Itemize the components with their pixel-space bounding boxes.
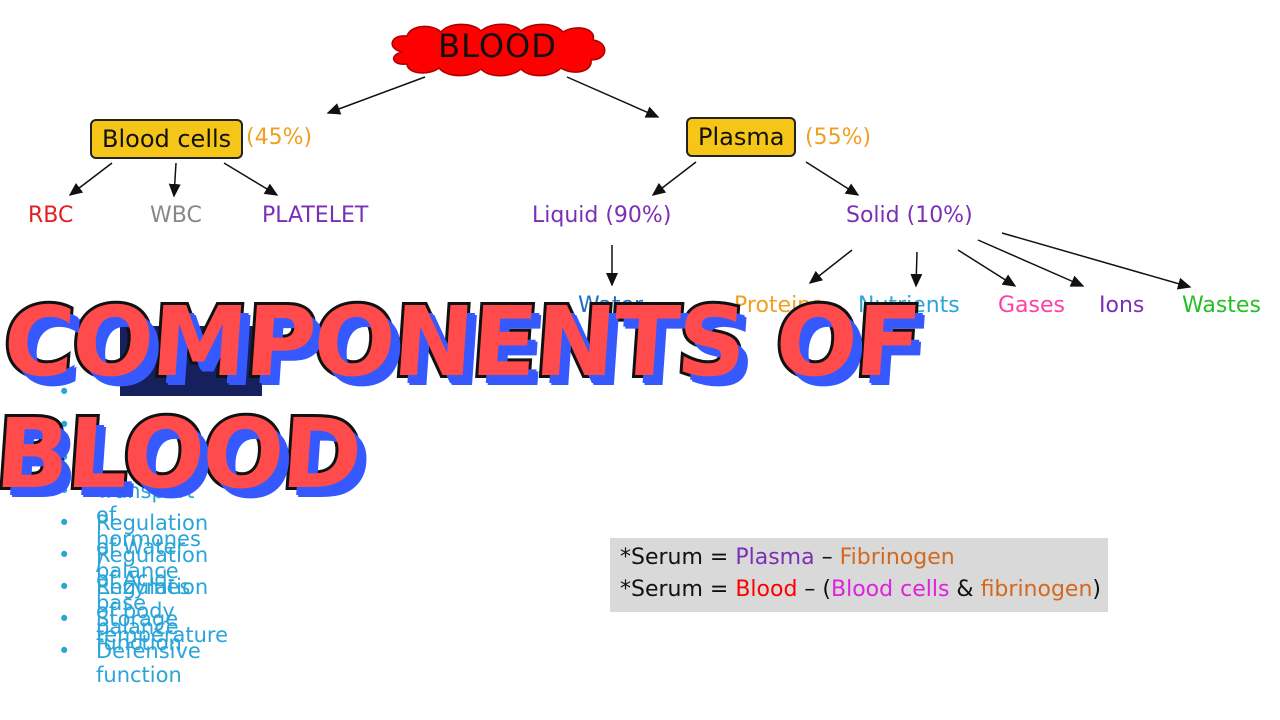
serum-amp: & <box>949 577 981 602</box>
water-label: Water <box>578 293 644 318</box>
wbc-label: WBC <box>150 203 202 228</box>
serum-note-box: *Serum = Plasma – Fibrinogen *Serum = Bl… <box>610 538 1108 612</box>
arrow-cells-to-rbc <box>68 162 113 196</box>
function-text: Regulation of Acid-base balance <box>96 543 209 639</box>
serum-blood-cells: Blood cells <box>831 577 950 602</box>
arrow-blood-to-plasma <box>566 76 660 118</box>
gases-label: Gases <box>998 293 1065 318</box>
arrow-plasma-to-liquid <box>651 161 697 196</box>
liquid-label: Liquid (90%) <box>532 203 672 228</box>
arrow-solid-to-nutrients <box>910 251 923 288</box>
headline-overlay: COMPONENTS OF BLOOD <box>0 283 1280 513</box>
serum-op: – <box>814 545 840 570</box>
arrow-cells-to-wbc <box>168 162 181 198</box>
serum-fibrinogen-2: fibrinogen <box>980 577 1093 602</box>
bullet: • <box>58 479 71 503</box>
wastes-label: Wastes <box>1182 293 1261 318</box>
bullet: • <box>58 446 71 470</box>
bullet: • <box>58 413 71 437</box>
headline-title: COMPONENTS OF BLOOD <box>0 283 926 513</box>
serum-line-1: *Serum = Plasma – Fibrinogen <box>620 542 1108 574</box>
dark-block <box>120 326 262 396</box>
serum-prefix: *Serum = <box>620 545 736 570</box>
blood-cloud-shape <box>391 23 606 77</box>
serum-fibrinogen: Fibrinogen <box>839 545 955 570</box>
blood-cells-percent: (45%) <box>246 125 313 150</box>
serum-op: – ( <box>797 577 832 602</box>
arrow-solid-to-gases <box>957 249 1017 287</box>
bullet: • <box>58 607 71 631</box>
proteins-label: Proteins <box>734 293 823 318</box>
bullet: • <box>58 511 71 535</box>
function-text: Defensive function <box>96 639 201 687</box>
function-text: Regulation of body temperature <box>96 575 228 647</box>
bullet: • <box>58 639 71 663</box>
serum-plasma: Plasma <box>735 545 815 570</box>
arrow-solid-to-ions <box>977 239 1085 287</box>
nutrients-label: Nutrients <box>858 293 960 318</box>
ions-label: Ions <box>1099 293 1145 318</box>
serum-blood: Blood <box>735 577 798 602</box>
bullet: • <box>58 380 71 404</box>
arrow-solid-to-wastes <box>1001 232 1192 290</box>
function-text: Transport of hormones / Enzymes <box>96 479 201 599</box>
arrow-solid-to-proteins <box>808 249 853 284</box>
plasma-box: Plasma <box>686 117 797 157</box>
solid-label: Solid (10%) <box>846 203 973 228</box>
bullet: • <box>58 543 71 567</box>
arrow-blood-to-cells <box>326 76 426 115</box>
arrow-plasma-to-solid <box>805 161 860 196</box>
serum-prefix: *Serum = <box>620 577 736 602</box>
plasma-percent: (55%) <box>805 125 872 150</box>
serum-line-2: *Serum = Blood – (Blood cells & fibrinog… <box>620 574 1108 606</box>
blood-cells-box: Blood cells <box>90 119 244 159</box>
platelet-label: PLATELET <box>262 203 369 228</box>
function-text: Storage function <box>96 607 182 655</box>
rbc-label: RBC <box>28 203 74 228</box>
bullet: • <box>58 575 71 599</box>
function-text: Regulation of Water balance <box>96 511 209 583</box>
arrow-cells-to-platelet <box>223 162 279 196</box>
serum-close: ) <box>1092 577 1101 602</box>
blood-root-label: BLOOD <box>438 27 557 65</box>
